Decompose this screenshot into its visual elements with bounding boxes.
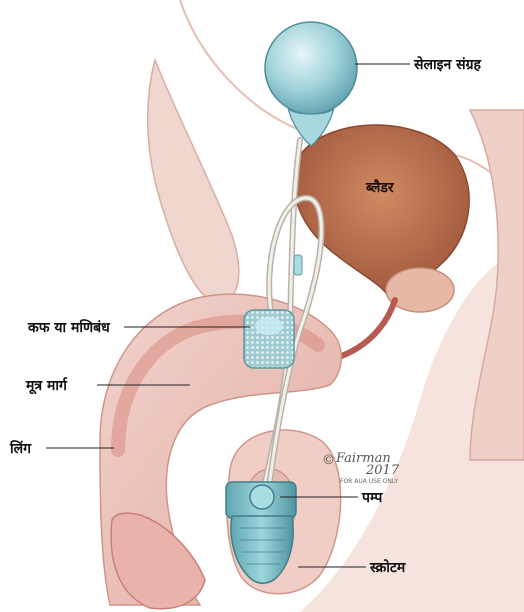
pubic-bone bbox=[148, 60, 239, 305]
saline-reservoir bbox=[265, 22, 357, 114]
signature-copyright: © bbox=[322, 453, 335, 468]
cuff-highlight bbox=[255, 317, 283, 335]
label-pump: पम्प bbox=[361, 490, 383, 506]
label-urethra: मूत्र मार्ग bbox=[25, 377, 68, 395]
label-bladder: ब्लैडर bbox=[365, 179, 395, 196]
label-cuff: कफ या मणिबंध bbox=[27, 319, 111, 336]
label-penis: लिंग bbox=[9, 440, 32, 457]
pump-valve bbox=[250, 485, 274, 509]
signature-year: 2017 bbox=[365, 463, 400, 478]
label-saline-reservoir: सेलाइन संग्रह bbox=[413, 56, 481, 73]
signature-note: FOR AUA USE ONLY bbox=[340, 478, 398, 485]
tube-connector bbox=[294, 255, 302, 275]
label-scrotum: स्क्रोटम bbox=[369, 559, 406, 576]
